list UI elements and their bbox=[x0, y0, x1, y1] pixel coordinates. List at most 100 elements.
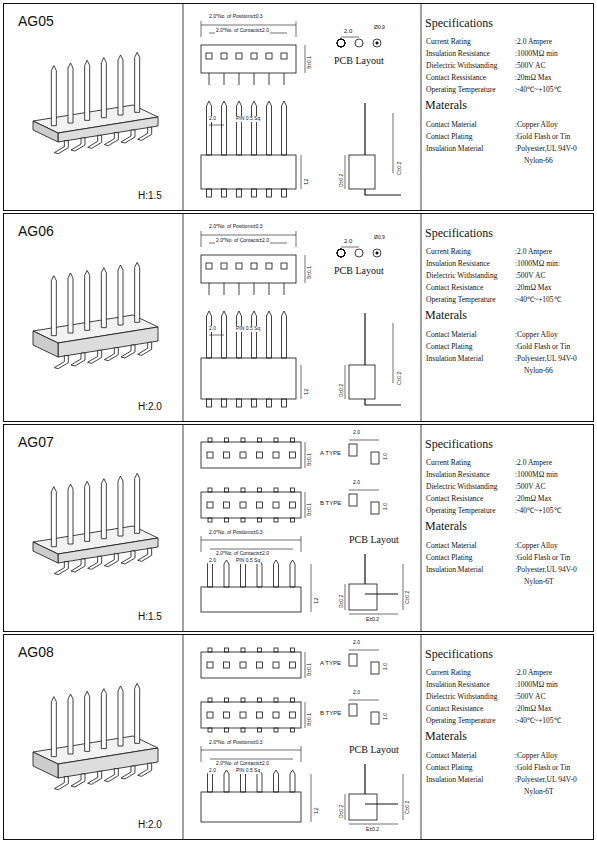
spec-text: Nylon-6T bbox=[523, 788, 555, 796]
spec-text: Specifications bbox=[424, 648, 494, 661]
dimension-label: B±0.1 bbox=[307, 266, 313, 279]
dimension-label: C±0.2 bbox=[405, 801, 411, 814]
header-foot bbox=[121, 130, 135, 143]
header-pin bbox=[101, 58, 106, 118]
dimension-line bbox=[209, 73, 210, 85]
spec-text: PCB Layout bbox=[333, 265, 385, 276]
dimension-label: 2.0 bbox=[352, 430, 361, 436]
dimension-label: 12 bbox=[303, 178, 310, 185]
dimension-label: 2.0 bbox=[343, 238, 353, 245]
housing-notch bbox=[225, 438, 229, 442]
pin-front bbox=[274, 770, 279, 792]
housing-notch bbox=[258, 488, 262, 492]
pin-square bbox=[224, 502, 230, 508]
product-panel: AG06H:2.0 bbox=[3, 213, 594, 422]
header-foot bbox=[71, 353, 85, 366]
header-foot bbox=[104, 769, 118, 782]
dimension-label: Ø0.9 bbox=[373, 25, 386, 31]
spec-text: Operating Temperature bbox=[425, 717, 497, 725]
spec-text: Operating Temperature bbox=[425, 507, 497, 515]
spec-text: :Copper Alloy bbox=[514, 121, 559, 129]
pin-front bbox=[290, 770, 295, 792]
pin-square bbox=[257, 662, 263, 668]
dimension-line bbox=[201, 536, 202, 552]
spec-text: Materals bbox=[424, 520, 468, 533]
housing-notch bbox=[208, 518, 212, 522]
dimension-label: D±0.2 bbox=[339, 805, 345, 818]
pin-square bbox=[290, 662, 296, 668]
dimension-line bbox=[421, 3, 422, 211]
dimension-line bbox=[364, 764, 365, 794]
housing-notch bbox=[291, 698, 295, 702]
pin-front bbox=[207, 311, 212, 358]
pin-square bbox=[290, 502, 296, 508]
dimension-label: 2.0*No. of Contacts±2.0 bbox=[215, 761, 270, 767]
dimension-line bbox=[301, 155, 302, 189]
dimension-label: B TYPE bbox=[319, 500, 342, 507]
dimension-label: 2.0 bbox=[343, 28, 353, 35]
spec-text: PCB Layout bbox=[348, 534, 400, 545]
dimension-label: 2.0*No. of Positions±0.3 bbox=[208, 224, 264, 230]
pin-front bbox=[267, 311, 272, 358]
pin-square bbox=[221, 53, 227, 59]
header-foot bbox=[121, 766, 135, 779]
spec-text: :500V AC bbox=[514, 272, 547, 280]
pin-tail bbox=[267, 399, 272, 407]
dimension-label: B±0.1 bbox=[307, 503, 313, 516]
spec-text: Dielectric Withstanding bbox=[425, 693, 498, 701]
dimension-line bbox=[305, 442, 306, 468]
dimension-label: 12 bbox=[303, 388, 310, 395]
spec-text: Insulation Resistance bbox=[425, 50, 491, 58]
dimension-label: E±0.2 bbox=[365, 827, 380, 833]
housing-front-view bbox=[201, 792, 301, 822]
pcb-hole bbox=[337, 39, 345, 47]
pin-square bbox=[236, 53, 242, 59]
dimension-line bbox=[393, 113, 394, 173]
header-foot bbox=[121, 551, 135, 564]
dimension-line bbox=[254, 73, 255, 85]
header-foot bbox=[54, 562, 68, 575]
pin-front bbox=[257, 560, 262, 587]
dimension-label: PIN 0.5 Sq bbox=[235, 116, 261, 122]
spec-text: Contact Ressistance bbox=[425, 74, 487, 82]
dimension-line bbox=[254, 283, 255, 295]
pin-square bbox=[236, 263, 242, 269]
spec-text: Contact Material bbox=[425, 542, 478, 550]
spec-text: :500V AC bbox=[514, 483, 547, 491]
spec-text: :500V AC bbox=[514, 693, 547, 701]
pin-square bbox=[257, 502, 263, 508]
housing-notch bbox=[208, 698, 212, 702]
housing-notch bbox=[225, 488, 229, 492]
pcb-hole-center bbox=[376, 252, 378, 254]
spec-text: Dielectric Withstanding bbox=[425, 272, 498, 280]
spec-text: Dielectric Withstanding bbox=[425, 483, 498, 491]
pin-front bbox=[252, 311, 257, 358]
spec-text: :Gold Flash or Tin bbox=[514, 554, 571, 562]
housing-top-view bbox=[201, 492, 301, 518]
spec-text: :Polyester,UL 94V-0 bbox=[514, 776, 578, 784]
dimension-label: 2.0*No. of Positions±0.3 bbox=[208, 530, 264, 536]
spec-text: :500V AC bbox=[514, 62, 547, 70]
dimension-line bbox=[364, 554, 365, 584]
dimension-line bbox=[403, 774, 404, 820]
dimension-line bbox=[209, 335, 224, 336]
pcb-hole-center bbox=[376, 42, 378, 44]
dimension-label: C±0.2 bbox=[405, 591, 411, 604]
spec-text: Current Rating bbox=[425, 459, 472, 467]
header-pin bbox=[135, 473, 140, 533]
pcb-hole bbox=[337, 249, 345, 257]
spec-text: Nylon-66 bbox=[523, 367, 554, 375]
pcb-hole bbox=[337, 249, 345, 257]
product-panel: AG08H:2.0 bbox=[3, 634, 594, 840]
dimension-line bbox=[301, 536, 302, 552]
pin-square bbox=[290, 712, 296, 718]
pin-square bbox=[240, 452, 246, 458]
spec-text: Nylon-66 bbox=[523, 157, 554, 165]
header-pin bbox=[101, 689, 106, 749]
housing-notch bbox=[274, 728, 278, 732]
pin-square bbox=[273, 452, 279, 458]
pin-tail bbox=[267, 189, 272, 197]
dimension-line bbox=[341, 247, 359, 248]
pin-front bbox=[208, 560, 213, 587]
housing-notch bbox=[274, 698, 278, 702]
